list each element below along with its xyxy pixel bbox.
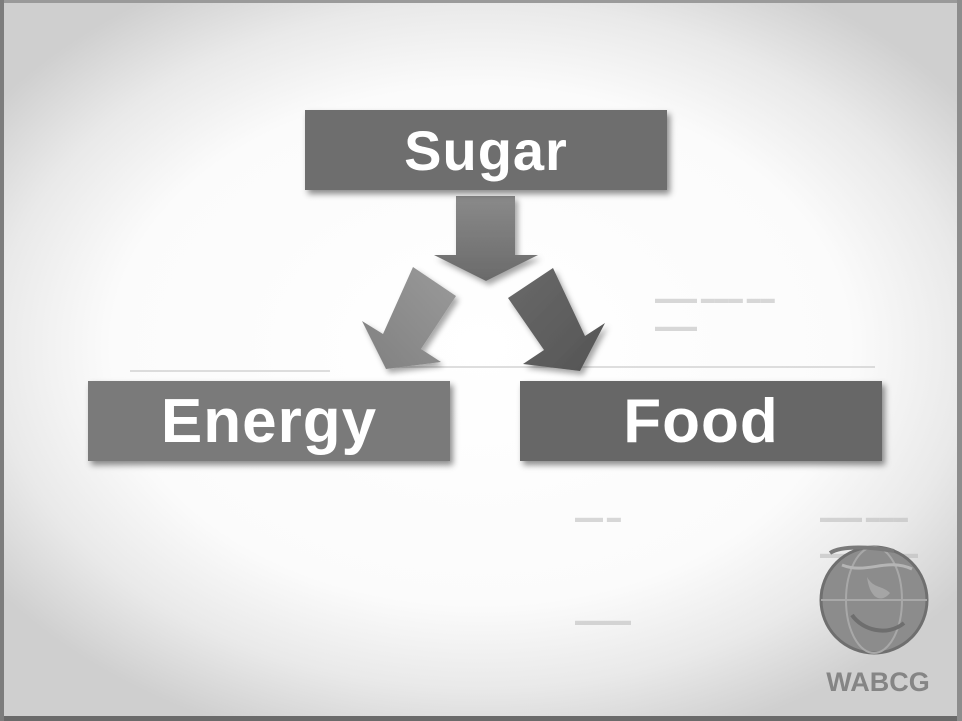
food-node: Food xyxy=(520,381,882,461)
energy-node-label: Energy xyxy=(160,386,378,456)
arrow-to-food-icon xyxy=(508,268,605,371)
food-node-label: Food xyxy=(623,386,779,456)
bleed-through-line xyxy=(130,370,330,372)
globe-icon xyxy=(819,545,929,655)
bleed-through-text: ▬▬ ▬ xyxy=(575,509,621,525)
scan-edge-top xyxy=(0,0,962,3)
bleed-through-line xyxy=(395,366,875,368)
sugar-node-label: Sugar xyxy=(404,118,568,182)
bleed-through-text: ▬▬▬ xyxy=(655,318,697,334)
energy-node: Energy xyxy=(88,381,450,461)
scan-edge-left xyxy=(0,0,4,721)
arrow-down-icon xyxy=(434,196,538,281)
bleed-through-text: ▬▬▬ ▬▬▬ xyxy=(820,509,908,525)
scan-edge-right xyxy=(957,0,962,721)
bleed-through-text: ▬▬▬▬ xyxy=(575,612,631,628)
sugar-node: Sugar xyxy=(305,110,667,190)
arrow-to-energy-icon xyxy=(362,267,456,369)
bleed-through-text: ▬▬▬ ▬▬▬ ▬▬ xyxy=(655,290,775,306)
scan-edge-bottom xyxy=(0,716,962,721)
logo-text: WABCG xyxy=(826,667,930,697)
